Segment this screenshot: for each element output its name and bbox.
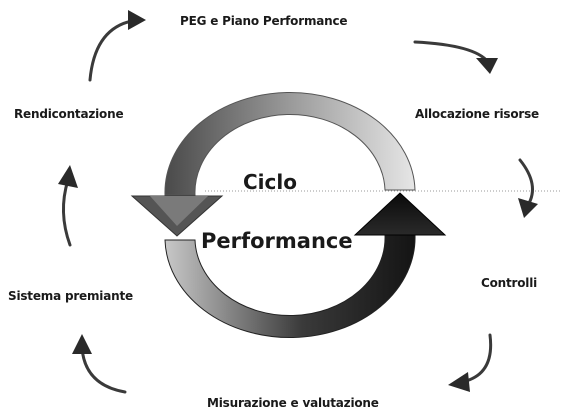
stage-label-misurazione: Misurazione e valutazione [207, 396, 379, 410]
arrow-to-premiante [80, 346, 127, 394]
stage-label-allocazione: Allocazione risorse [415, 107, 539, 121]
stage-label-premiante: Sistema premiante [8, 289, 133, 303]
arrow-to-premiante-head [72, 334, 92, 354]
stage-label-rendicontazione: Rendicontazione [14, 107, 124, 121]
upper-cycle-arrow [130, 91, 416, 237]
outer-arrows [58, 10, 538, 394]
stage-label-controlli: Controlli [481, 276, 538, 290]
arrow-to-rendicontazione [61, 178, 72, 247]
center-label-performance: Performance [201, 229, 353, 253]
arrow-to-allocazione-head [476, 58, 498, 74]
arrow-to-controlli [518, 158, 534, 207]
stage-label-peg: PEG e Piano Performance [180, 14, 348, 28]
arrow-to-rendicontazione-head [58, 165, 78, 188]
arrow-to-misurazione-head [448, 372, 470, 392]
arrow-to-peg-head [128, 10, 146, 30]
arrow-to-controlli-head [518, 198, 538, 218]
lower-cycle-arrow [164, 192, 447, 339]
center-label-ciclo: Ciclo [243, 170, 297, 194]
arrow-to-peg [88, 18, 140, 82]
